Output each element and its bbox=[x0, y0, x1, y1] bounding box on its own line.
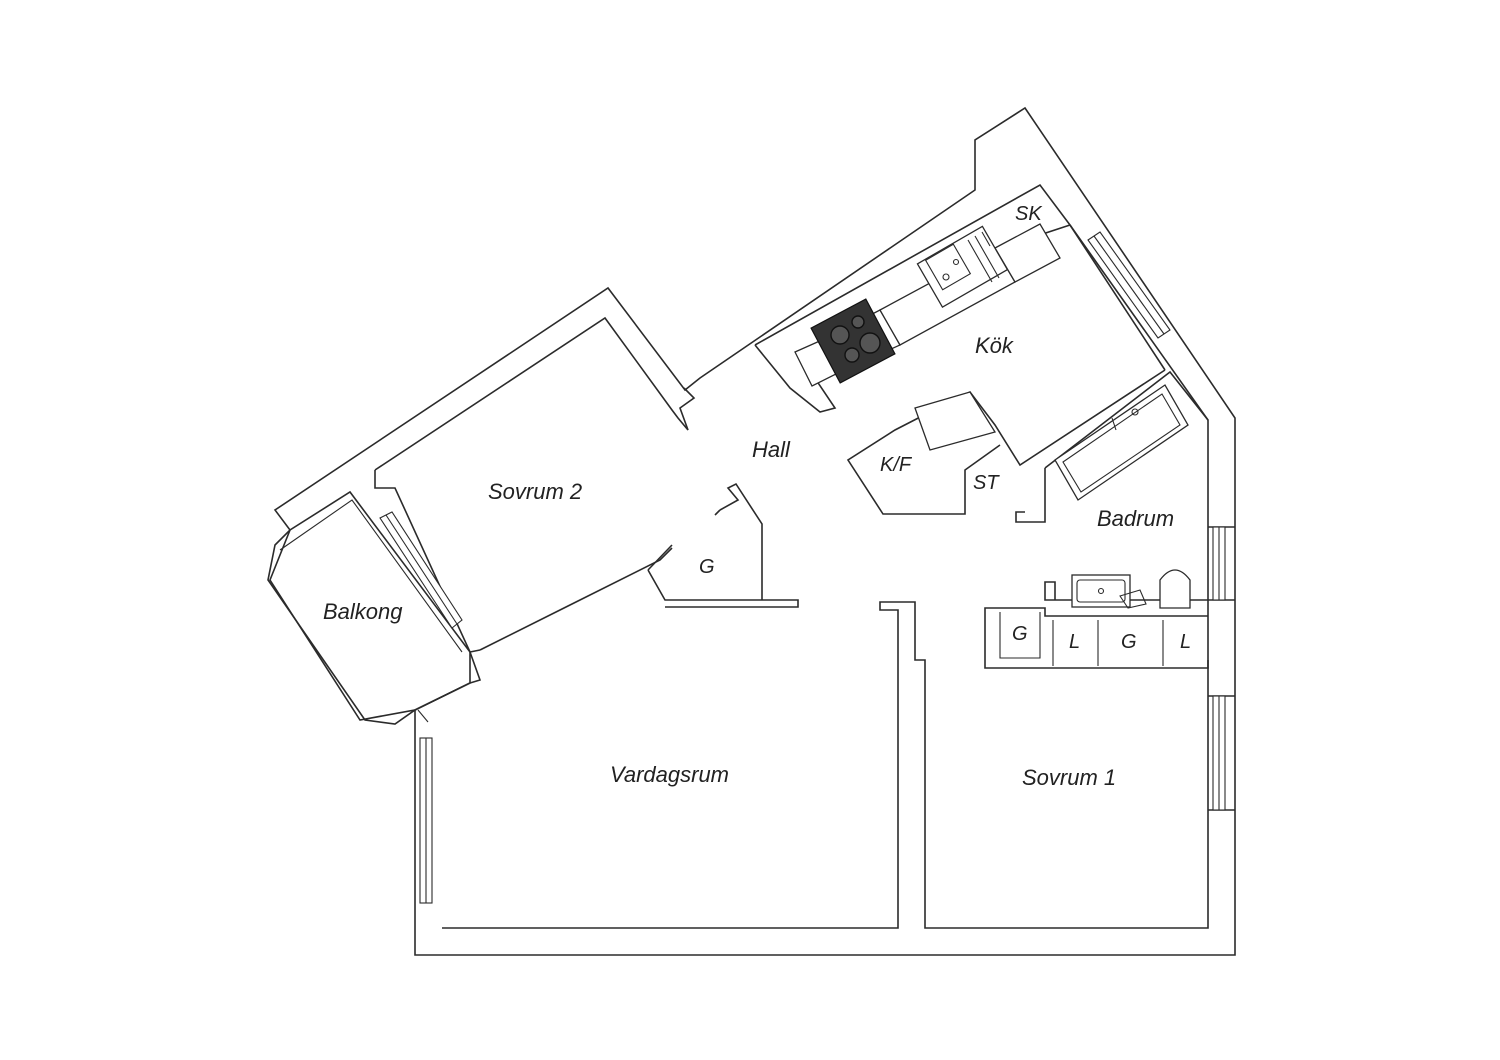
room-labels: SK Kök Hall K/F ST Sovrum 2 Badrum G Bal… bbox=[323, 203, 1191, 790]
label-sovrum2: Sovrum 2 bbox=[488, 479, 582, 504]
sink-icon bbox=[916, 225, 1009, 309]
label-l-right: L bbox=[1180, 631, 1191, 653]
label-g-hall: G bbox=[699, 556, 715, 578]
window-sovrum2 bbox=[379, 511, 463, 629]
label-kf: K/F bbox=[880, 454, 913, 476]
label-badrum: Badrum bbox=[1097, 506, 1174, 531]
label-vardagsrum: Vardagsrum bbox=[610, 762, 729, 787]
label-g-bath: G bbox=[1012, 623, 1028, 645]
balcony bbox=[267, 490, 471, 725]
washbasin-icon bbox=[1071, 574, 1147, 609]
stove-icon bbox=[810, 298, 896, 384]
label-balkong: Balkong bbox=[323, 599, 403, 624]
label-g-mid: G bbox=[1121, 631, 1137, 653]
label-sk: SK bbox=[1015, 203, 1043, 225]
label-st: ST bbox=[973, 472, 1000, 494]
bathtub-icon bbox=[1054, 384, 1189, 501]
label-kok: Kök bbox=[975, 333, 1014, 358]
outer-walls bbox=[269, 106, 1236, 956]
label-l-left: L bbox=[1069, 631, 1080, 653]
doors bbox=[417, 709, 429, 723]
toilet-icon bbox=[1159, 569, 1191, 609]
label-sovrum1: Sovrum 1 bbox=[1022, 765, 1116, 790]
windows bbox=[379, 231, 1226, 904]
label-hall: Hall bbox=[752, 437, 791, 462]
